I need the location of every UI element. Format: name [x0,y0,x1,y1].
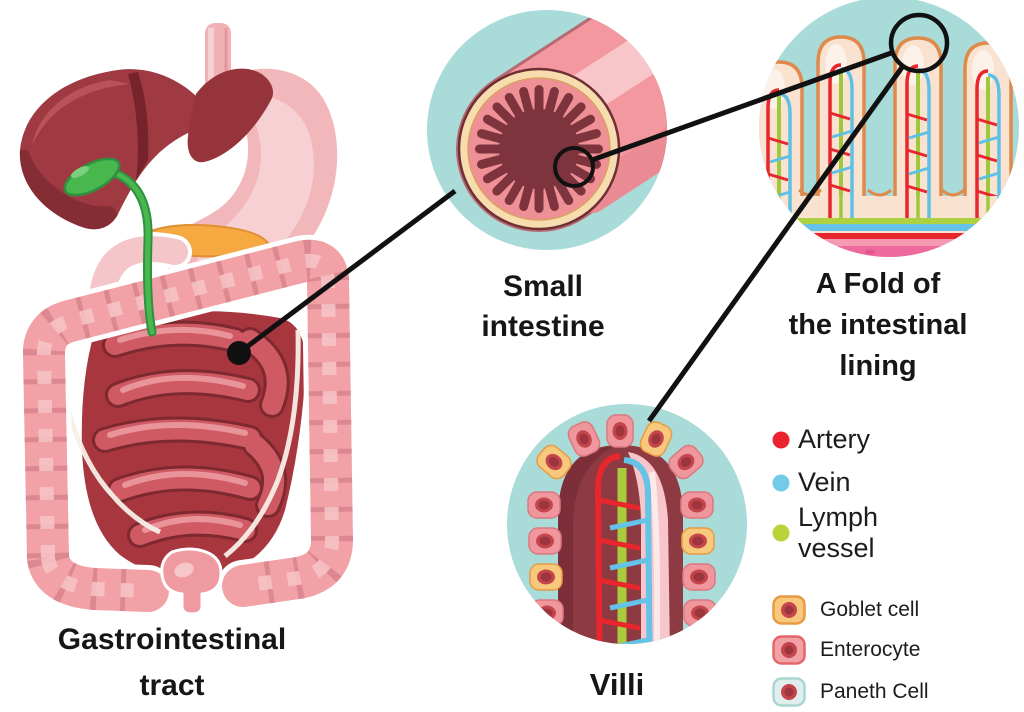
legend-label: Goblet cell [820,598,920,621]
callout-line-small-to-fold [591,49,895,163]
cell-legend: Goblet cell Enterocyte Paneth Cell [772,595,1002,707]
villi-label: Villi [557,667,677,703]
paneth-cell-icon [772,677,806,707]
legend-row-artery: Artery [772,424,942,455]
label-line: lining [839,350,917,382]
submucosa-layer [759,246,1019,257]
small-intestine-label: Small intestine [443,267,643,347]
label-line: the intestinal [788,309,968,341]
small-intestine-figure [427,10,667,250]
cut-face [457,67,621,231]
label-line: Gastrointestinal [57,623,287,656]
artery-layer [759,233,1019,239]
villi-figure [507,404,747,644]
small-intestine-coils [81,311,306,578]
legend-label: Enterocyte [820,638,921,661]
label-line: intestine [481,310,605,343]
legend-row-lymph-vessel: Lymph vessel [772,502,942,564]
label-line: tract [139,669,205,702]
vein-dot-icon [772,474,790,491]
callouts [227,12,950,423]
goblet-cell-icon [772,595,806,625]
mesentery-line-right [223,329,301,558]
artery-vessel [594,453,621,644]
vein-vessel [623,457,653,644]
legend-row-goblet-cell: Goblet cell [772,595,1002,625]
label-line: Villi [589,667,645,702]
legend-row-paneth-cell: Paneth Cell [772,677,1002,707]
gallbladder [63,157,157,337]
vessel-legend: Artery Vein Lymph vessel [772,424,942,564]
large-intestine [18,234,358,617]
callout-circle-fold [888,12,950,74]
lymph-dot-icon [772,524,790,542]
gastrointestinal-tract-label: Gastrointestinal tract [42,617,302,709]
label-line: A Fold of [815,268,941,300]
callout-circle-small [553,146,595,188]
rectum [160,547,223,616]
vein-layer [759,224,1019,231]
fold-label: A Fold of the intestinal lining [763,264,993,387]
callout-dot-gi [227,341,251,365]
legend-label: Lymph vessel [798,502,879,563]
enterocyte-icon [772,635,806,665]
lymph-layer [759,218,1019,224]
legend-row-enterocyte: Enterocyte [772,635,1002,665]
gi-tract-illustration [18,23,358,617]
legend-label: Vein [798,467,851,497]
legend-label: Artery [798,424,871,454]
callout-line-gi-to-small [246,188,457,349]
artery-dot-icon [772,431,790,448]
callout-line-fold-to-villi [646,64,906,423]
legend-label: Paneth Cell [820,680,929,703]
label-line: Small [502,270,584,303]
legend-row-vein: Vein [772,467,942,498]
fold-figure [759,0,1019,257]
